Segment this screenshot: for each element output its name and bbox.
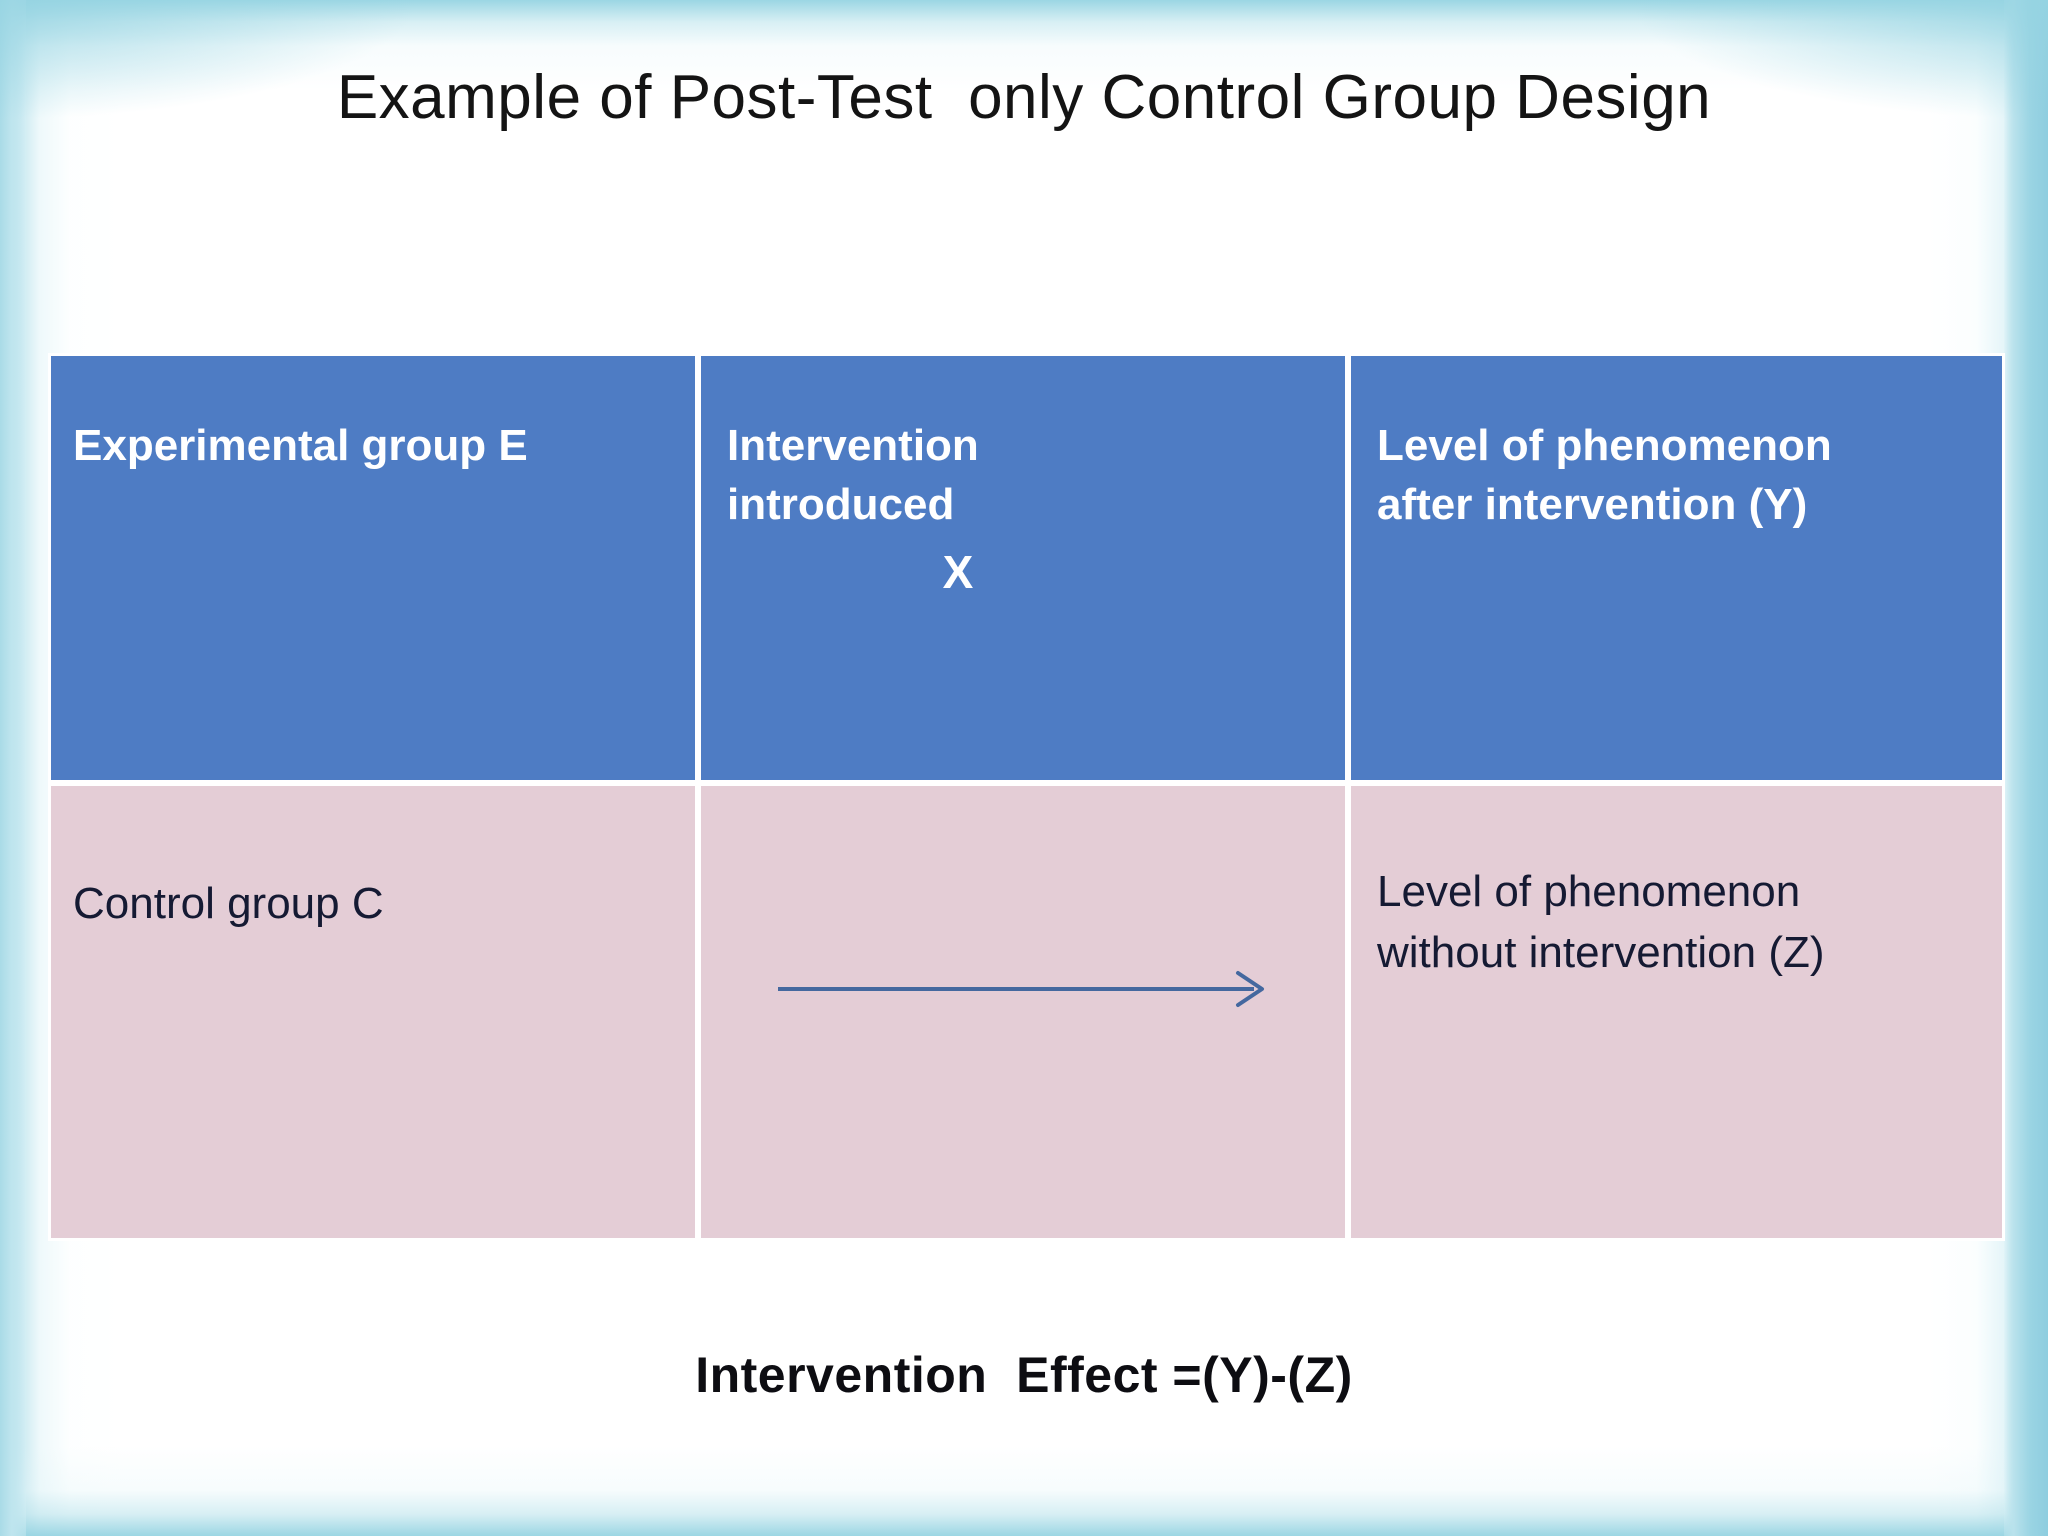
cell-control-outcome: Level of phenomenon without intervention… [1348, 783, 2005, 1241]
cell-control-group: Control group C [48, 783, 698, 1241]
intervention-symbol-x: X [942, 545, 974, 598]
cell-experimental-group: Experimental group E [48, 353, 698, 783]
table-row: Experimental group E Intervention introd… [48, 353, 2005, 783]
intervention-introduced-label: Intervention introduced [727, 421, 979, 530]
control-group-label: Control group C [73, 879, 384, 928]
design-table: Experimental group E Intervention introd… [48, 353, 2005, 1241]
experimental-group-label: Experimental group E [73, 421, 528, 470]
right-arrow-icon [776, 969, 1266, 1009]
cell-control-intervention [698, 783, 1348, 1241]
outcome-after-intervention-label: Level of phenomenon after intervention (… [1377, 421, 1832, 530]
cell-experimental-intervention: Intervention introduced X [698, 353, 1348, 783]
outcome-without-intervention-label: Level of phenomenon without intervention… [1377, 867, 1825, 977]
page-title: Example of Post-Test only Control Group … [336, 63, 1712, 132]
right-edge-glow [2004, 0, 2048, 1536]
left-edge-glow [0, 0, 26, 1536]
cell-experimental-outcome: Level of phenomenon after intervention (… [1348, 353, 2005, 783]
table-row: Control group C Le [48, 783, 2005, 1241]
intervention-effect-formula: Intervention Effect =(Y)-(Z) [695, 1347, 1353, 1403]
